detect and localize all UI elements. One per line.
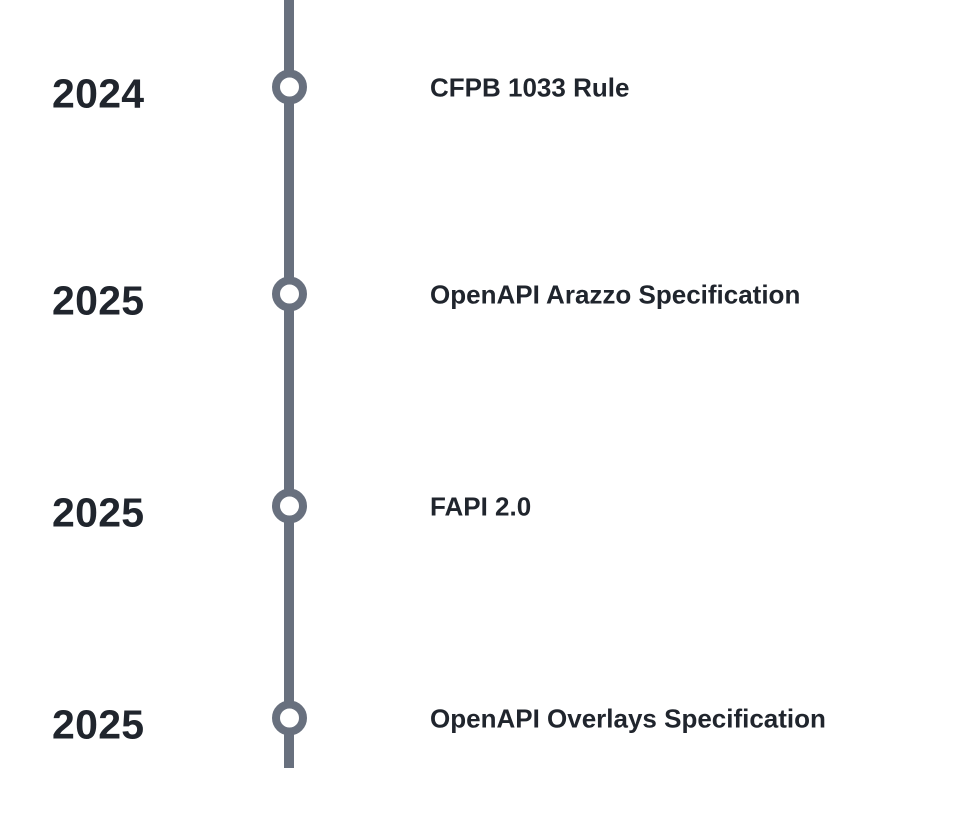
year-label: 2025 xyxy=(52,489,145,536)
event-title: OpenAPI Overlays Specification xyxy=(430,703,826,734)
timeline-node-icon xyxy=(272,700,307,736)
timeline-line xyxy=(284,0,294,768)
timeline-node-icon xyxy=(272,276,307,312)
event-title: OpenAPI Arazzo Specification xyxy=(430,279,801,310)
year-label: 2025 xyxy=(52,701,145,748)
event-title: CFPB 1033 Rule xyxy=(430,72,630,103)
event-title: FAPI 2.0 xyxy=(430,491,532,522)
timeline-node-icon xyxy=(272,69,307,105)
year-label: 2025 xyxy=(52,277,145,324)
timeline-node-icon xyxy=(272,488,307,524)
year-label: 2024 xyxy=(52,70,145,117)
